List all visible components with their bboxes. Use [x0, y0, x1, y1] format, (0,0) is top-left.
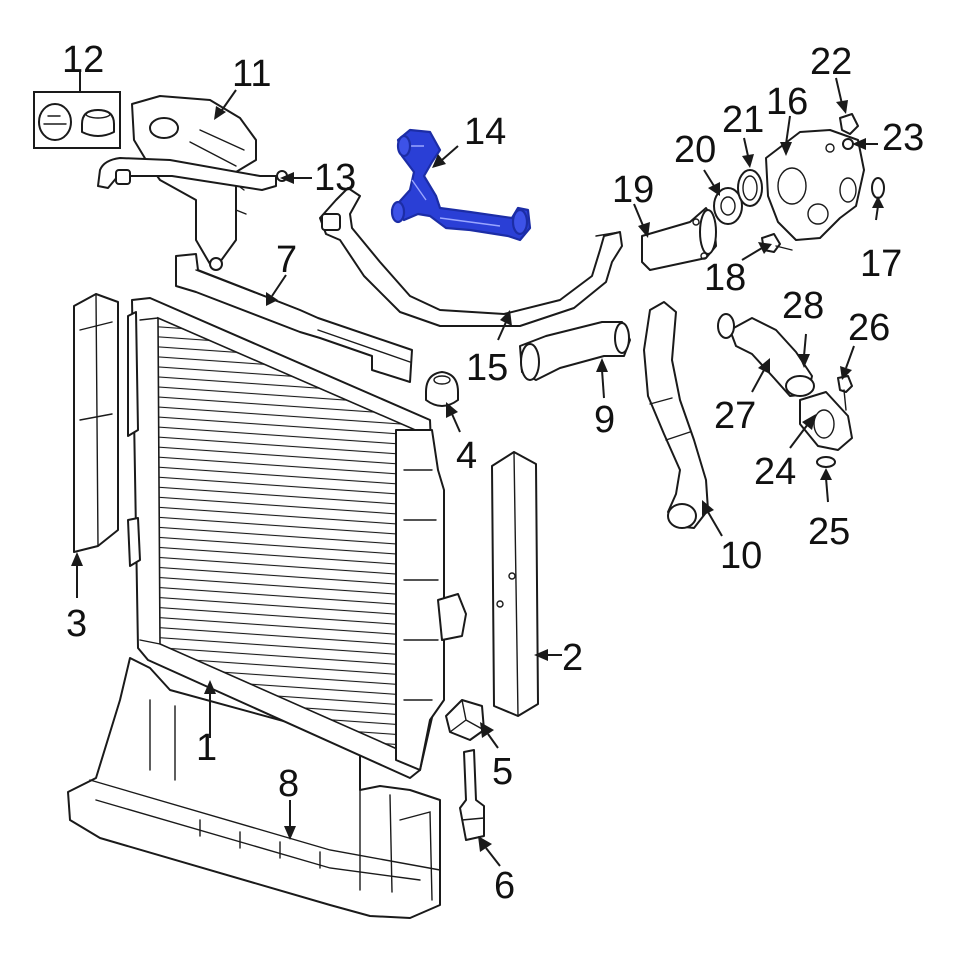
- callout-9: 9: [594, 399, 615, 441]
- callout-21: 21: [722, 99, 764, 141]
- callout-18: 18: [704, 257, 746, 299]
- callout-5: 5: [492, 751, 513, 793]
- part-4-radiator-mount[interactable]: [425, 371, 459, 407]
- part-19-outlet-housing[interactable]: [641, 207, 717, 271]
- part-1-radiator[interactable]: [127, 297, 467, 779]
- callout-20: 20: [674, 129, 716, 171]
- part-23-washer[interactable]: [842, 138, 854, 150]
- callout-4: 4: [456, 435, 477, 477]
- part-8-lower-deflector[interactable]: [67, 657, 441, 919]
- part-6-sensor[interactable]: [459, 749, 485, 841]
- part-17-o-ring[interactable]: [871, 177, 885, 199]
- callout-6: 6: [494, 865, 515, 907]
- callout-16: 16: [766, 81, 808, 123]
- callout-28: 28: [782, 285, 824, 327]
- callout-1: 1: [196, 727, 217, 769]
- part-22-sensor[interactable]: [839, 113, 859, 135]
- part-25-o-ring[interactable]: [816, 456, 836, 468]
- part-5-lower-bracket[interactable]: [445, 699, 485, 741]
- leader-lines: [71, 72, 884, 867]
- callout-2: 2: [562, 637, 583, 679]
- callout-12: 12: [62, 39, 104, 81]
- part-9-hose[interactable]: [519, 321, 631, 381]
- callout-11: 11: [232, 53, 271, 95]
- part-16-water-outlet[interactable]: [765, 129, 865, 241]
- part-10-hose[interactable]: [643, 301, 709, 529]
- callout-19: 19: [612, 169, 654, 211]
- callout-23: 23: [882, 117, 924, 159]
- callout-14: 14: [464, 111, 506, 153]
- part-15-upper-hose[interactable]: [319, 187, 623, 327]
- callout-24: 24: [754, 451, 796, 493]
- callout-26: 26: [848, 307, 890, 349]
- callout-27: 27: [714, 395, 756, 437]
- part-20-thermostat[interactable]: [713, 187, 743, 225]
- callout-labels: 1 2 3 4 5 6 7 8 9 10 11 12 13 14 15 16 1…: [62, 39, 924, 907]
- callout-13: 13: [314, 157, 356, 199]
- callout-7: 7: [276, 239, 297, 281]
- part-3-left-air-seal[interactable]: [73, 293, 119, 553]
- part-28-clamp[interactable]: [785, 375, 815, 397]
- part-26-bolt[interactable]: [837, 375, 853, 411]
- part-12-cap-inset[interactable]: [33, 91, 121, 149]
- part-7-upper-seal[interactable]: [175, 253, 413, 383]
- part-13-reservoir-hose[interactable]: [97, 157, 288, 191]
- part-14-coolant-hose-highlighted[interactable]: [390, 128, 532, 242]
- callout-10: 10: [720, 535, 762, 577]
- part-2-right-air-seal[interactable]: [491, 451, 539, 717]
- callout-8: 8: [278, 763, 299, 805]
- callout-25: 25: [808, 511, 850, 553]
- callout-15: 15: [466, 347, 508, 389]
- part-24-fitting[interactable]: [799, 391, 853, 451]
- callout-17: 17: [860, 243, 902, 285]
- callout-3: 3: [66, 603, 87, 645]
- part-21-gasket[interactable]: [737, 169, 763, 207]
- callout-22: 22: [810, 41, 852, 83]
